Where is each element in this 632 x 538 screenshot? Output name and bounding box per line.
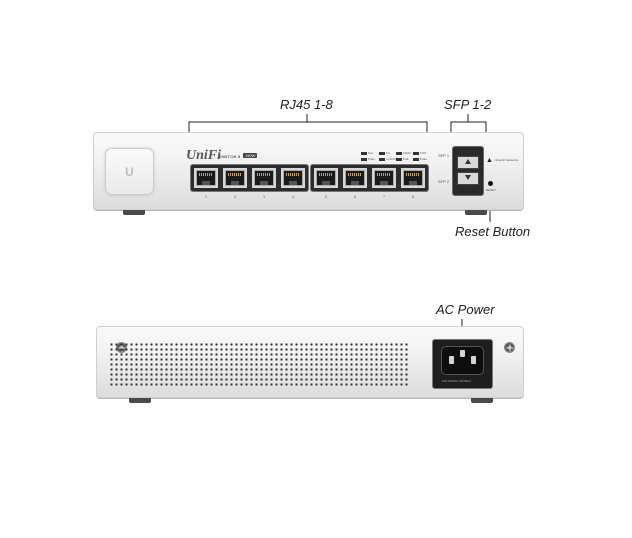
led-legend-item: PoE+ xyxy=(413,157,427,161)
switch-front-panel: U UniFi SWITCH 8 150W Poe 1G 100M 10M Po… xyxy=(93,132,524,215)
sfp-port-1[interactable] xyxy=(457,156,479,169)
ac-power-callout-label: AC Power xyxy=(436,302,495,317)
ac-rating-text: 100-240VAC 50/60Hz xyxy=(442,379,471,383)
ac-socket xyxy=(441,346,484,375)
rear-foot-right xyxy=(471,398,493,403)
model-text: SWITCH 8 xyxy=(219,154,241,159)
port-number: 4 xyxy=(291,194,295,199)
led-legend-item: 1G xyxy=(379,151,390,155)
led-legend-item: Poe xyxy=(361,151,373,155)
port-number: 6 xyxy=(353,194,357,199)
arrow-down-icon xyxy=(465,175,471,180)
ac-pin-right xyxy=(471,356,476,364)
unifi-logo-badge: U xyxy=(105,148,154,195)
rj45-port-3[interactable] xyxy=(252,168,276,188)
port-number: 5 xyxy=(324,194,328,199)
led-legend-item: 100M xyxy=(396,151,411,155)
rj45-port-8[interactable] xyxy=(401,168,425,188)
rear-foot-left xyxy=(129,398,151,403)
port-number: 3 xyxy=(262,194,266,199)
reset-text: RESET xyxy=(486,188,497,192)
rj45-port-6[interactable] xyxy=(343,168,367,188)
port-number: 1 xyxy=(204,194,208,199)
port-number: 8 xyxy=(411,194,415,199)
rj45-port-4[interactable] xyxy=(281,168,305,188)
led-legend-item: PoE xyxy=(396,157,409,161)
ac-pin-center xyxy=(460,350,465,357)
u-logo-icon: U xyxy=(125,164,134,179)
screw-right-icon xyxy=(505,343,514,352)
led-legend-item: PoE+ xyxy=(361,157,375,161)
ac-pin-left xyxy=(449,356,454,364)
arrow-up-icon xyxy=(465,159,471,164)
ac-power-inlet[interactable]: 100-240VAC 50/60Hz xyxy=(433,340,492,388)
sfp-cage xyxy=(453,147,483,195)
ubiquiti-text: Ubiquiti Networks xyxy=(495,158,519,162)
rj45-port-block-left xyxy=(191,165,308,191)
rj45-port-1[interactable] xyxy=(194,168,218,188)
port-number: 2 xyxy=(233,194,237,199)
sfp-2-label: SFP 2 xyxy=(438,179,450,184)
front-foot-right xyxy=(465,210,487,215)
rj45-port-block-right xyxy=(311,165,428,191)
rj45-port-2[interactable] xyxy=(223,168,247,188)
front-foot-left xyxy=(123,210,145,215)
sfp-callout-label: SFP 1-2 xyxy=(444,97,492,112)
rj45-callout-label: RJ45 1-8 xyxy=(280,97,333,112)
brand-logo: UniFi xyxy=(186,148,222,163)
rj45-port-5[interactable] xyxy=(314,168,338,188)
port-number: 7 xyxy=(382,194,386,199)
ubiquiti-logo-icon: ▲ xyxy=(486,157,493,164)
switch-rear-panel: 100-240VAC 50/60Hz xyxy=(96,326,524,403)
led-legend-item: 10M xyxy=(413,151,426,155)
model-badge: 150W xyxy=(243,153,258,158)
led-legend-item: Link/Act xyxy=(379,157,397,161)
reset-callout-label: Reset Button xyxy=(455,224,531,239)
ventilation-grille xyxy=(109,342,409,388)
rj45-port-7[interactable] xyxy=(372,168,396,188)
sfp-1-label: SFP 1 xyxy=(438,153,450,158)
sfp-port-2[interactable] xyxy=(457,172,479,185)
reset-button[interactable] xyxy=(488,181,493,186)
